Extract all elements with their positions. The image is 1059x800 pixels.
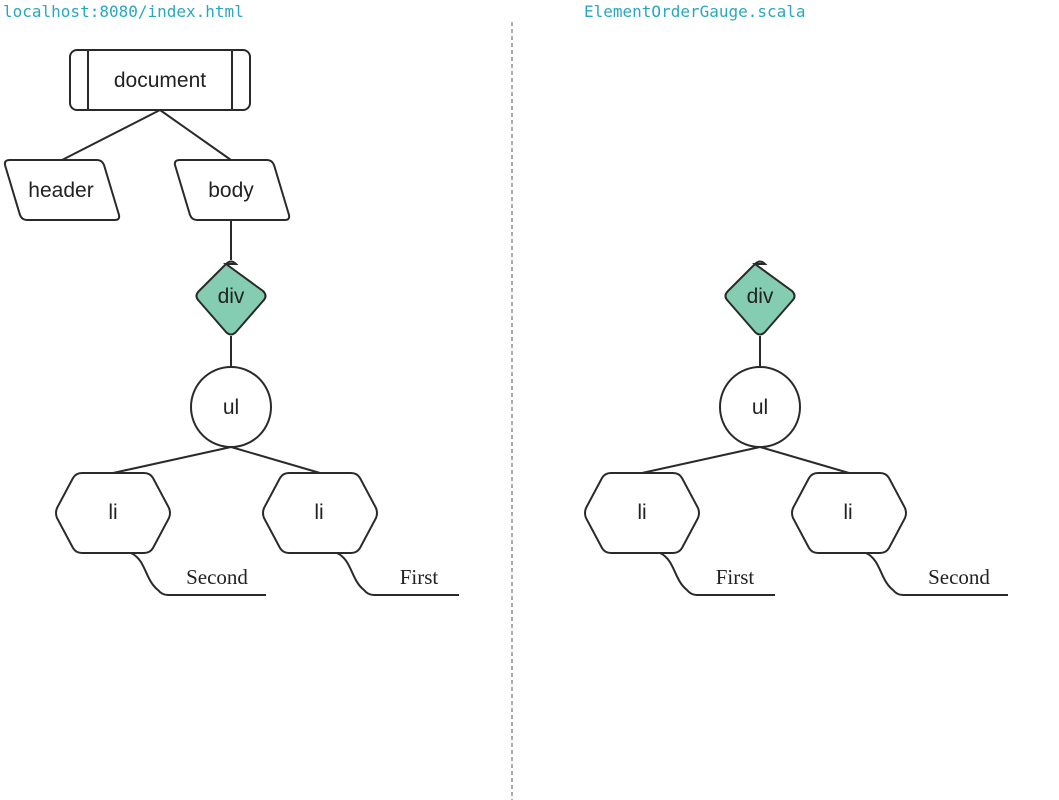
li-1-label-right: li	[637, 501, 646, 524]
li-1-text-right: First	[716, 565, 755, 589]
body-label: body	[208, 179, 254, 202]
li-node-1: li Second	[55, 472, 266, 596]
document-label: document	[114, 69, 206, 92]
div-label-right: div	[747, 285, 774, 308]
right-tree: div ul li First li Second	[584, 260, 1008, 596]
li-node-1-right: li First	[584, 472, 775, 596]
li-2-label-right: li	[843, 501, 852, 524]
ul-node-right: ul	[719, 366, 801, 448]
edge-ul-li2	[230, 446, 321, 474]
edge-document-body	[159, 109, 232, 161]
header-label: header	[28, 179, 93, 202]
li-node-2: li First	[262, 472, 459, 596]
right-caption: ElementOrderGauge.scala	[584, 2, 806, 21]
ul-label-right: ul	[752, 396, 768, 419]
left-caption: localhost:8080/index.html	[3, 2, 244, 21]
li-2-text: First	[400, 565, 439, 589]
ul-label: ul	[223, 396, 239, 419]
li-2-label: li	[314, 501, 323, 524]
li-1-text: Second	[186, 565, 248, 589]
edge-document-header	[61, 109, 161, 161]
left-tree: document header body div ul li Second	[3, 49, 459, 596]
div-node: div	[195, 260, 267, 336]
edge-ul-li1-right	[641, 446, 761, 474]
body-node: body	[173, 159, 291, 221]
ul-node: ul	[190, 366, 272, 448]
document-node: document	[69, 49, 251, 111]
li-node-2-right: li Second	[791, 472, 1008, 596]
header-node: header	[3, 159, 121, 221]
li-1-label: li	[108, 501, 117, 524]
div-node-right: div	[724, 260, 796, 336]
edge-ul-li2-right	[759, 446, 850, 474]
li-2-text-right: Second	[928, 565, 990, 589]
edge-ul-li1	[112, 446, 232, 474]
div-label: div	[218, 285, 245, 308]
